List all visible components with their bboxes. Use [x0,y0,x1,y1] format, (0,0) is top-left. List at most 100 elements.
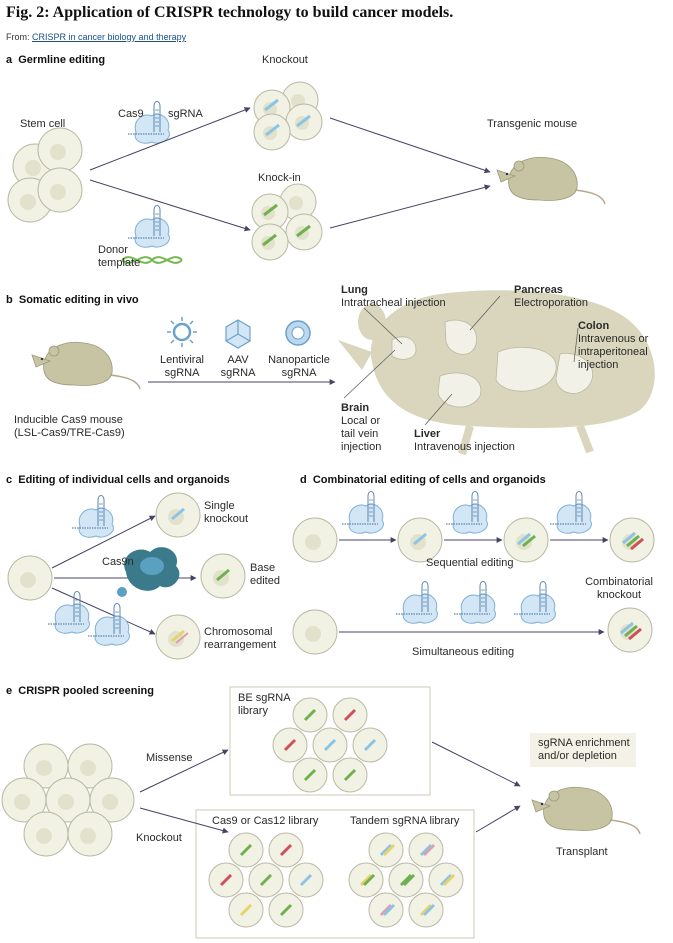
lung-desc: Intratracheal injection [341,297,446,309]
panel-e-label: e [6,685,13,697]
tandem-library-cells [348,832,464,928]
edit-mark [399,873,413,887]
base-edited-label-2: edited [250,575,280,587]
knockin-label: Knock-in [258,172,301,184]
knockout-label: Knockout [262,54,308,66]
sgrna-complex-d3 [549,490,593,534]
panel-e-header: e CRISPR pooled screening [6,685,154,697]
edit-mark [422,903,436,917]
liver-desc: Intravenous injection [414,441,515,453]
knockin-cell-cluster [251,183,323,261]
simultaneous-editing-label: Simultaneous editing [412,646,515,658]
transplant-mouse [531,786,641,835]
cas9-label: Cas9 [118,108,144,120]
edit-mark [379,843,393,857]
large-mouse-organs [338,290,655,456]
panel-a-header: a Germline editing [6,54,105,66]
be-library-label-2: library [238,705,268,717]
donor-label-2: template [98,257,141,269]
start-cell-sequential [292,517,338,563]
panel-e-title: CRISPR pooled screening [18,685,154,697]
figure-title: Fig. 2: Application of CRISPR technology… [6,4,454,21]
edit-mark [239,903,253,917]
source-line: From: CRISPR in cancer biology and thera… [6,32,186,42]
nanoparticle-label-1: Nanoparticle [268,354,330,366]
single-knockout-label-1: Single [204,500,235,512]
sgrna-label: sgRNA [168,108,203,120]
colon-desc-2: intraperitoneal [578,346,648,358]
base-edited-label-1: Base [250,562,276,574]
edit-mark [382,843,396,857]
brain-desc-3: injection [341,441,382,453]
sgrna-complex-d1 [341,490,385,534]
tandem-library-label: Tandem sgRNA library [350,815,460,827]
edit-mark [402,873,416,887]
edit-mark [439,873,453,887]
panel-d-label: d [300,474,307,486]
edit-mark [279,843,293,857]
edit-mark [343,768,357,782]
sgrna-complex-c1 [47,590,91,634]
edit-mark [359,873,373,887]
edit-mark [303,768,317,782]
aav-label-2: sgRNA [220,367,256,379]
edit-mark [259,873,273,887]
knockout-screen-label: Knockout [136,832,182,844]
aav-label-1: AAV [227,354,249,366]
donor-template-dna [121,256,183,264]
colon-title: Colon [578,320,610,332]
inducible-mouse-label-1: Inducible Cas9 mouse [14,414,123,426]
edit-mark [299,873,313,887]
panel-b-label: b [6,294,13,306]
panel-c-label: c [6,474,13,486]
brain-desc-2: tail vein [341,428,379,440]
cas-library-cells [208,832,324,928]
edit-mark [279,903,293,917]
lung-title: Lung [341,284,368,296]
edit-mark [303,708,317,722]
sgrna-complex-d6 [513,580,557,624]
missense-label: Missense [146,752,193,764]
sgrna-complex-d4 [395,580,439,624]
inducible-cas9-mouse [31,341,141,390]
transplant-label: Transplant [556,846,608,858]
edit-mark [422,843,436,857]
inducible-mouse-label-2: (LSL-Cas9/TRE-Cas9) [14,427,125,439]
edit-mark [442,873,456,887]
panel-d-header: d Combinatorial editing of cells and org… [300,474,546,486]
panel-c-title: Editing of individual cells and organoid… [18,474,230,486]
start-cell-simultaneous [292,609,338,655]
transgenic-mouse [496,156,606,205]
panel-d-title: Combinatorial editing of cells and organ… [312,474,546,486]
cas9-complex-c [71,494,115,538]
edit-mark [382,903,396,917]
cas-library-label: Cas9 or Cas12 library [212,815,319,827]
sequential-cell-2 [503,517,549,563]
colon-desc-1: Intravenous or [578,333,649,345]
donor-label-1: Donor [98,244,128,256]
enrichment-label-1: sgRNA enrichment [538,737,630,749]
aav-icon [225,319,251,349]
cas9n-complex [117,547,180,597]
sgrna-complex-d2 [445,490,489,534]
panel-c-header: c Editing of individual cells and organo… [6,474,230,486]
combinatorial-label-1: Combinatorial [585,576,653,588]
panel-a-title: Germline editing [18,54,106,66]
cas9-donor-complex [127,204,171,248]
edit-mark [343,708,357,722]
enrichment-label-2: and/or depletion [538,750,617,762]
lentiviral-icon [167,317,197,347]
lentiviral-label-1: Lentiviral [159,354,205,366]
nanoparticle-label-2: sgRNA [281,367,317,379]
source-label: From: [6,32,30,42]
colon-desc-3: injection [578,359,619,371]
sgrna-complex-c2 [87,602,131,646]
single-knockout-label-2: knockout [204,513,249,525]
source-link[interactable]: CRISPR in cancer biology and therapy [32,32,187,42]
combinatorial-label-2: knockout [596,589,642,601]
edit-mark [363,738,377,752]
knockout-cell-cluster [253,81,323,151]
chromosomal-label-2: rearrangement [204,639,277,651]
enrichment-box [530,733,636,767]
brain-title: Brain [341,402,370,414]
